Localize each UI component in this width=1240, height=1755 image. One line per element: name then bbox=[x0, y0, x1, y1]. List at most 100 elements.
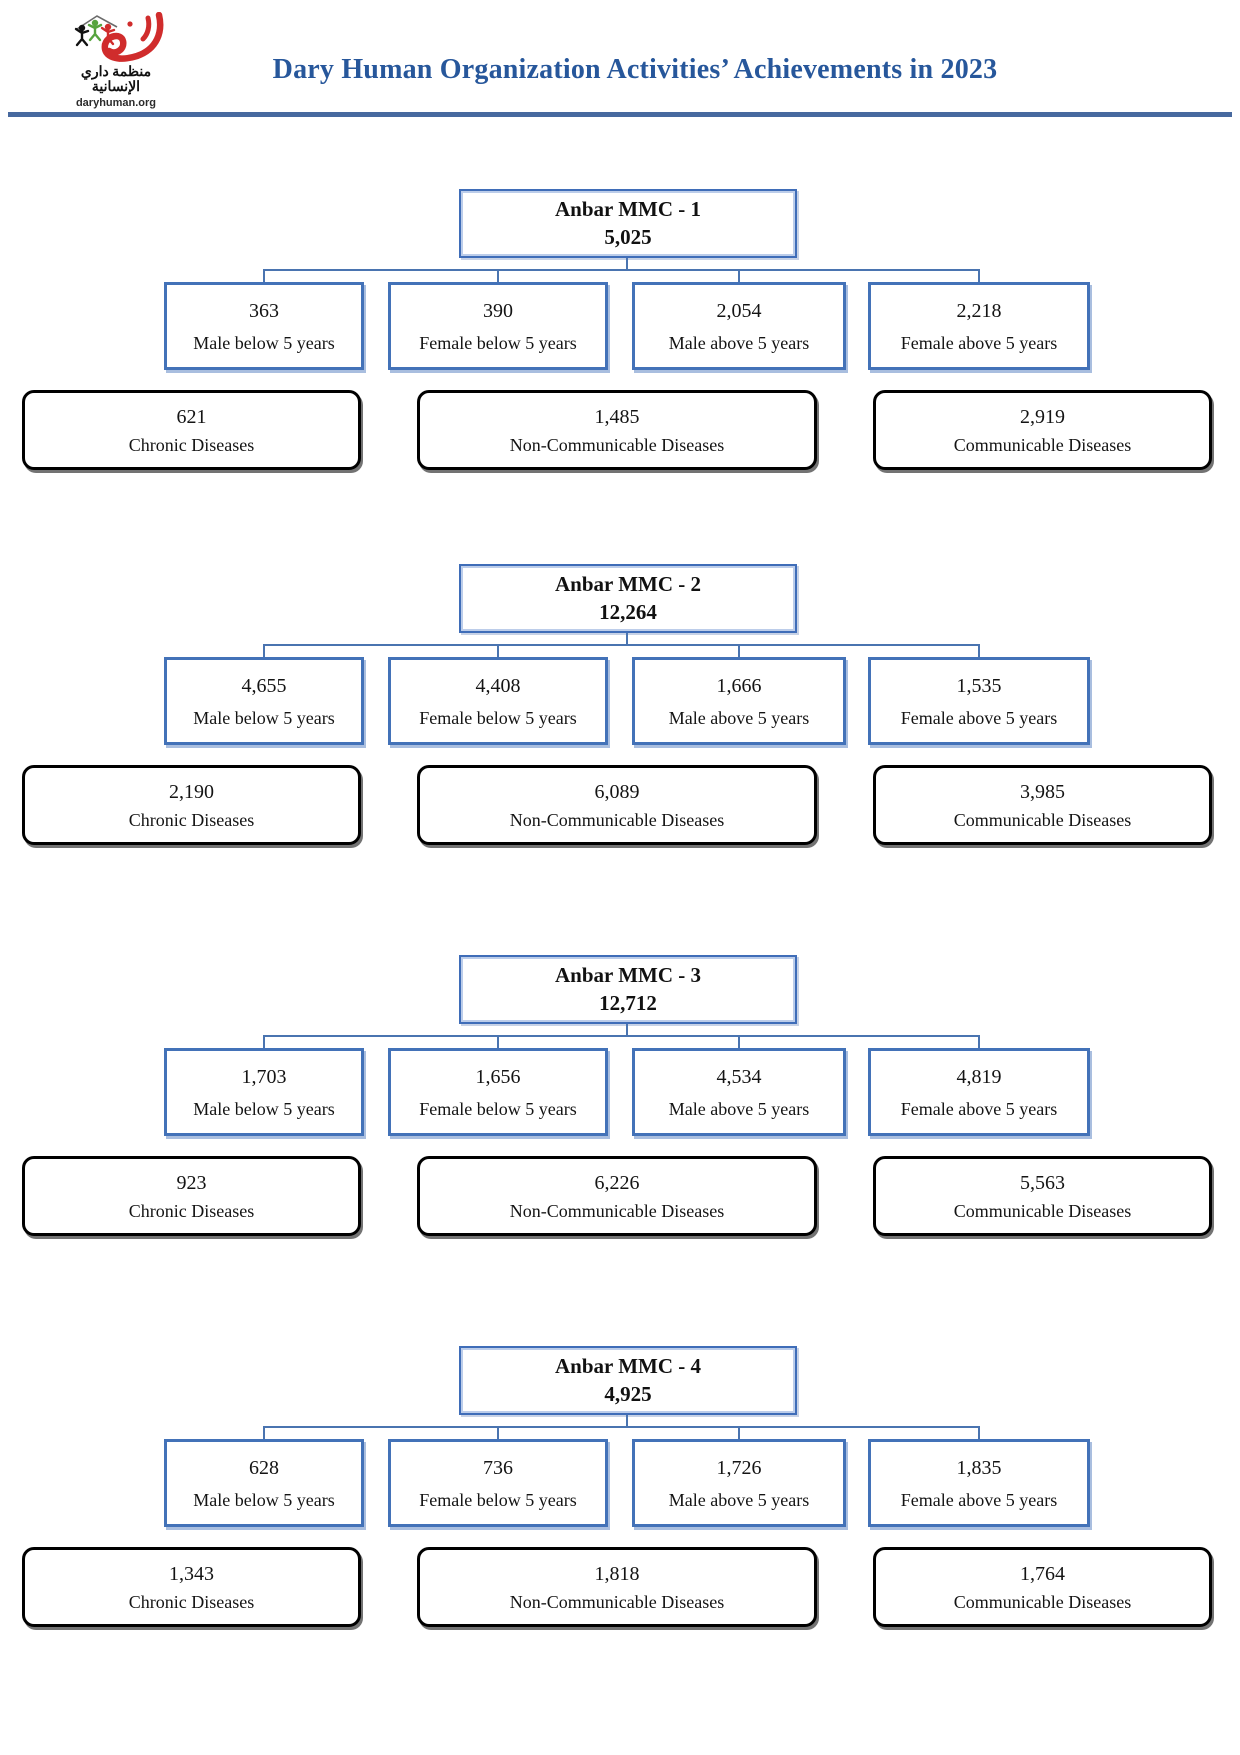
disease-value: 2,919 bbox=[1020, 405, 1065, 428]
mmc-section-4: Anbar MMC - 4 4,925 628 Male below 5 yea… bbox=[0, 1346, 1240, 1631]
child-label: Male above 5 years bbox=[668, 1489, 810, 1510]
child-value: 4,408 bbox=[475, 674, 521, 697]
child-label: Male above 5 years bbox=[668, 332, 810, 353]
disease-value: 1,764 bbox=[1020, 1562, 1065, 1585]
connector-stub bbox=[626, 1415, 628, 1428]
connector-drop bbox=[738, 646, 740, 657]
child-value: 4,534 bbox=[716, 1065, 762, 1088]
disease-box-non-communicable: 1,818 Non-Communicable Diseases bbox=[417, 1547, 817, 1627]
child-value: 2,054 bbox=[716, 299, 762, 322]
connector-drop bbox=[263, 271, 265, 282]
child-value: 2,218 bbox=[956, 299, 1002, 322]
disease-value: 5,563 bbox=[1020, 1171, 1065, 1194]
child-value: 1,726 bbox=[716, 1456, 762, 1479]
parent-total: 12,264 bbox=[599, 600, 657, 624]
child-value: 363 bbox=[249, 299, 279, 322]
child-value: 390 bbox=[483, 299, 513, 322]
child-box-male-below-5: 1,703 Male below 5 years bbox=[164, 1048, 364, 1136]
parent-title: Anbar MMC - 4 bbox=[554, 1353, 701, 1378]
mmc-section-3: Anbar MMC - 3 12,712 1,703 Male below 5 … bbox=[0, 955, 1240, 1240]
disease-label: Chronic Diseases bbox=[128, 434, 255, 455]
dary-logo: منظمة داري الإنسانية daryhuman.org bbox=[62, 12, 170, 109]
child-label: Male below 5 years bbox=[193, 332, 335, 353]
child-box-female-above-5: 4,819 Female above 5 years bbox=[868, 1048, 1090, 1136]
connector-hline bbox=[263, 644, 980, 646]
logo-domain-text: daryhuman.org bbox=[75, 97, 157, 110]
child-label: Female below 5 years bbox=[419, 332, 577, 353]
disease-label: Communicable Diseases bbox=[953, 1591, 1132, 1612]
connector-hline bbox=[263, 1035, 980, 1037]
disease-box-chronic: 1,343 Chronic Diseases bbox=[22, 1547, 361, 1627]
parent-box: Anbar MMC - 2 12,264 bbox=[459, 564, 797, 633]
disease-box-non-communicable: 6,089 Non-Communicable Diseases bbox=[417, 765, 817, 845]
connector-drop bbox=[978, 1428, 980, 1439]
child-label: Female above 5 years bbox=[900, 707, 1058, 728]
child-label: Male above 5 years bbox=[668, 1098, 810, 1119]
disease-value: 1,485 bbox=[594, 405, 640, 428]
parent-title: Anbar MMC - 3 bbox=[554, 962, 701, 987]
child-box-female-above-5: 1,835 Female above 5 years bbox=[868, 1439, 1090, 1527]
child-label: Female below 5 years bbox=[419, 1489, 577, 1510]
connector-drop bbox=[738, 1428, 740, 1439]
disease-label: Non-Communicable Diseases bbox=[509, 1591, 725, 1612]
parent-total: 4,925 bbox=[604, 1382, 652, 1406]
parent-box: Anbar MMC - 1 5,025 bbox=[459, 189, 797, 258]
mmc-section-2: Anbar MMC - 2 12,264 4,655 Male below 5 … bbox=[0, 564, 1240, 849]
disease-value: 3,985 bbox=[1020, 780, 1065, 803]
child-box-female-above-5: 1,535 Female above 5 years bbox=[868, 657, 1090, 745]
connector-stub bbox=[626, 1024, 628, 1037]
disease-label: Chronic Diseases bbox=[128, 1591, 255, 1612]
child-box-male-above-5: 2,054 Male above 5 years bbox=[632, 282, 846, 370]
disease-box-chronic: 923 Chronic Diseases bbox=[22, 1156, 361, 1236]
disease-box-communicable: 5,563 Communicable Diseases bbox=[873, 1156, 1212, 1236]
child-box-female-below-5: 4,408 Female below 5 years bbox=[388, 657, 608, 745]
child-box-male-below-5: 628 Male below 5 years bbox=[164, 1439, 364, 1527]
child-label: Female above 5 years bbox=[900, 332, 1058, 353]
child-value: 1,835 bbox=[956, 1456, 1002, 1479]
connector-drop bbox=[497, 1428, 499, 1439]
child-label: Male below 5 years bbox=[193, 1098, 335, 1119]
child-label: Female below 5 years bbox=[419, 707, 577, 728]
child-label: Female above 5 years bbox=[900, 1098, 1058, 1119]
child-label: Male below 5 years bbox=[193, 707, 335, 728]
header-rule bbox=[8, 112, 1232, 117]
connector-drop bbox=[978, 1037, 980, 1048]
child-box-female-below-5: 390 Female below 5 years bbox=[388, 282, 608, 370]
connector-drop bbox=[263, 1037, 265, 1048]
child-value: 1,666 bbox=[716, 674, 762, 697]
disease-box-chronic: 621 Chronic Diseases bbox=[22, 390, 361, 470]
parent-total: 12,712 bbox=[599, 991, 657, 1015]
disease-box-non-communicable: 6,226 Non-Communicable Diseases bbox=[417, 1156, 817, 1236]
disease-box-non-communicable: 1,485 Non-Communicable Diseases bbox=[417, 390, 817, 470]
disease-label: Communicable Diseases bbox=[953, 434, 1132, 455]
connector-drop bbox=[263, 646, 265, 657]
child-value: 1,535 bbox=[956, 674, 1002, 697]
child-value: 4,819 bbox=[956, 1065, 1002, 1088]
child-box-male-below-5: 4,655 Male below 5 years bbox=[164, 657, 364, 745]
connector-stub bbox=[626, 633, 628, 646]
child-value: 736 bbox=[483, 1456, 513, 1479]
child-value: 1,703 bbox=[241, 1065, 287, 1088]
parent-title: Anbar MMC - 1 bbox=[554, 196, 701, 221]
child-value: 4,655 bbox=[241, 674, 287, 697]
page-title: Dary Human Organization Activities’ Achi… bbox=[272, 54, 998, 85]
child-label: Female above 5 years bbox=[900, 1489, 1058, 1510]
child-box-female-below-5: 736 Female below 5 years bbox=[388, 1439, 608, 1527]
disease-label: Non-Communicable Diseases bbox=[509, 434, 725, 455]
child-box-male-below-5: 363 Male below 5 years bbox=[164, 282, 364, 370]
child-box-male-above-5: 1,726 Male above 5 years bbox=[632, 1439, 846, 1527]
disease-value: 6,089 bbox=[594, 780, 640, 803]
connector-drop bbox=[738, 1037, 740, 1048]
child-label: Male above 5 years bbox=[668, 707, 810, 728]
child-box-male-above-5: 4,534 Male above 5 years bbox=[632, 1048, 846, 1136]
child-label: Male below 5 years bbox=[193, 1489, 335, 1510]
disease-value: 1,343 bbox=[169, 1562, 214, 1585]
disease-box-communicable: 2,919 Communicable Diseases bbox=[873, 390, 1212, 470]
connector-drop bbox=[738, 271, 740, 282]
disease-value: 923 bbox=[176, 1171, 207, 1194]
connector-drop bbox=[497, 271, 499, 282]
disease-label: Chronic Diseases bbox=[128, 809, 255, 830]
disease-value: 621 bbox=[176, 405, 207, 428]
child-value: 628 bbox=[249, 1456, 279, 1479]
